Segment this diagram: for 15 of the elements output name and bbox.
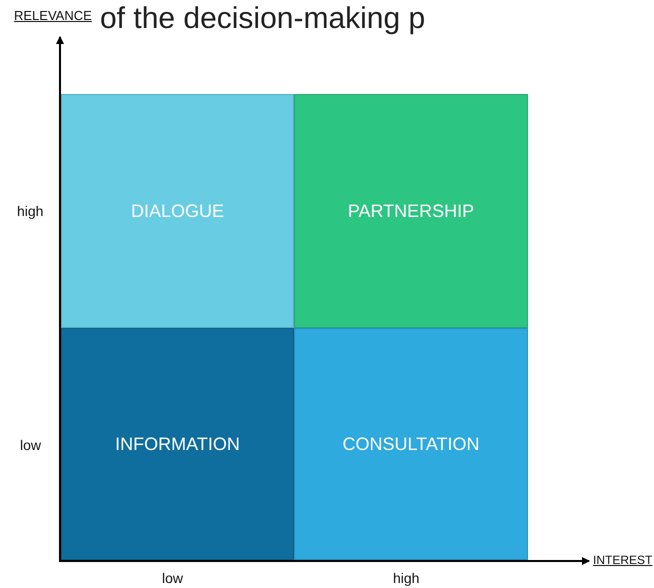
axis-title: RELEVANCE — [14, 8, 92, 23]
quadrant-label: DIALOGUE — [130, 200, 224, 222]
quadrant-box — [61, 94, 294, 328]
axis-tick-label: low — [162, 570, 184, 586]
axis-tick-label: high — [393, 570, 420, 586]
quadrant-label: CONSULTATION — [342, 434, 480, 454]
quadrant-label: INFORMATION — [115, 434, 240, 454]
quadrant-label: PARTNERSHIP — [348, 200, 474, 222]
quadrant-box — [294, 328, 528, 560]
quadrant-box — [61, 328, 294, 560]
axis-title: INTEREST — [593, 553, 652, 567]
heading-text: of the decision-making p — [100, 2, 426, 36]
quadrant-box — [294, 94, 528, 328]
axis-tick-label: low — [20, 437, 42, 453]
axis-tick-label: high — [17, 203, 44, 219]
